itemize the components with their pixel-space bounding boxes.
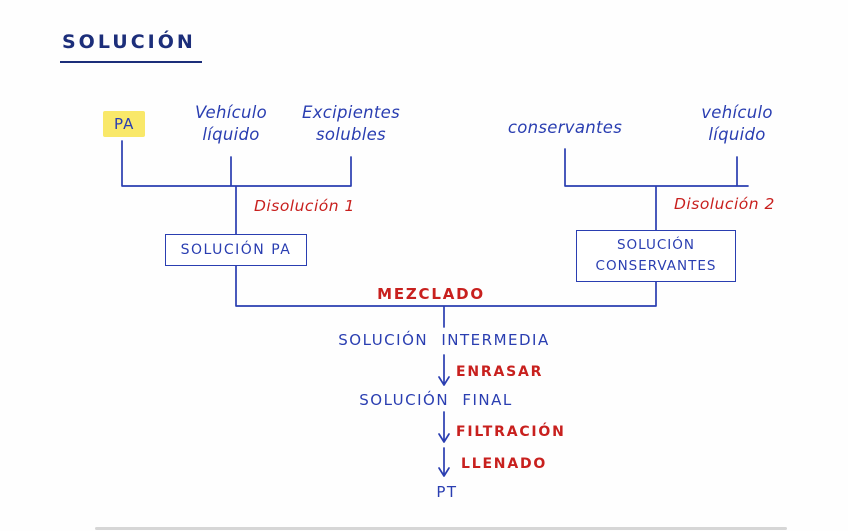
page-bottom-edge <box>95 527 787 530</box>
node-pt: PT <box>436 483 458 501</box>
input-excipientes-solubles: Excipientes solubles <box>301 103 401 145</box>
step-mezclado: MEZCLADO <box>377 285 485 303</box>
arrow-llenado <box>438 447 450 477</box>
input-vehiculo-liquido-right: vehículo líquido <box>701 103 773 145</box>
box-solucion-conservantes: SOLUCIÓN CONSERVANTES <box>576 230 736 282</box>
node-solucion-final: SOLUCIÓN FINAL <box>359 391 513 409</box>
node-solucion-intermedia: SOLUCIÓN INTERMEDIA <box>338 331 550 349</box>
merge-lines <box>235 265 657 328</box>
step-llenado: LLENADO <box>461 456 548 472</box>
right-bracket-lines <box>564 148 749 231</box>
box-solucion-pa: SOLUCIÓN PA <box>165 234 307 266</box>
step-disolucion-1: Disolución 1 <box>254 197 355 215</box>
step-disolucion-2: Disolución 2 <box>674 195 775 213</box>
arrow-enrasar <box>438 354 450 386</box>
step-enrasar: ENRASAR <box>456 364 544 380</box>
page-title: SOLUCIÓN <box>60 30 202 63</box>
input-vehiculo-liquido-left: Vehículo líquido <box>194 103 268 145</box>
input-pa: PA <box>103 111 146 138</box>
input-conservantes: conservantes <box>507 118 623 137</box>
left-bracket-lines <box>121 140 352 235</box>
step-filtracion: FILTRACIÓN <box>456 424 566 440</box>
arrow-filtracion <box>438 411 450 443</box>
